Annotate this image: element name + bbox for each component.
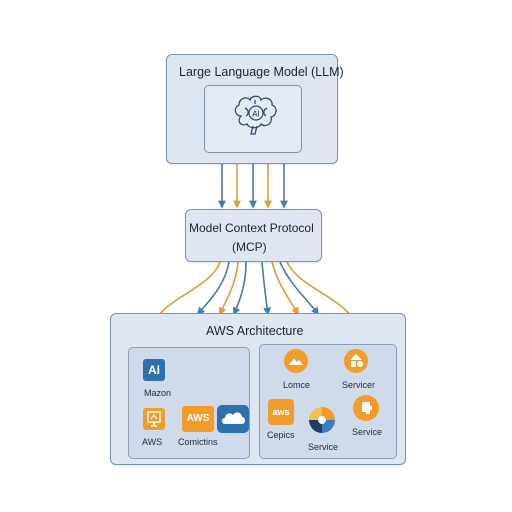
aws-left-panel: AI Mazon AWS AWS Comictins	[128, 347, 250, 459]
presentation-icon	[143, 408, 165, 430]
arrow-mcp-aws-4	[232, 261, 247, 316]
arrow-mcp-aws-2	[196, 261, 230, 316]
service-label-service-2: Service	[352, 427, 383, 437]
brain-icon: AI	[234, 95, 277, 135]
arrow-mcp-aws-7	[279, 261, 319, 316]
ai-icon-text: AI	[252, 110, 260, 119]
aws-logo-icon: aws	[268, 399, 294, 425]
shapes-icon	[344, 349, 368, 373]
aws-title: AWS Architecture	[206, 324, 304, 338]
service-label-service: Service	[308, 442, 339, 452]
ai-badge-icon: AI	[143, 359, 165, 381]
aws-architecture-box: AWS Architecture AI Mazon AWS AWS Comict…	[110, 313, 406, 465]
arrow-mcp-aws-6	[271, 261, 299, 316]
mountain-icon	[284, 349, 308, 373]
service-label-comictins: Comictins	[178, 437, 218, 447]
service-label-aws: AWS	[142, 437, 163, 447]
mcp-title-line2: (MCP)	[232, 240, 267, 254]
aws-logo-icon: AWS	[182, 406, 214, 432]
llm-icon-frame: AI	[204, 85, 302, 153]
service-label-lomce: Lomce	[283, 380, 311, 390]
service-label-mazon: Mazon	[144, 388, 172, 398]
puzzle-icon	[353, 395, 379, 421]
pinwheel-icon	[308, 406, 336, 434]
llm-box: Large Language Model (LLM) AI	[166, 54, 344, 164]
mcp-title-line1: Model Context Protocol	[189, 221, 314, 235]
service-label-cepics: Cepics	[267, 430, 295, 440]
service-label-servicer: Servicer	[342, 380, 376, 390]
arrow-mcp-aws-3	[218, 261, 239, 316]
llm-title: Large Language Model (LLM)	[179, 65, 344, 79]
aws-right-panel: Lomce Servicer aws Cepics Service	[259, 344, 397, 459]
arrow-mcp-aws-5	[261, 261, 272, 316]
mcp-box: Model Context Protocol (MCP)	[185, 209, 322, 262]
cloud-icon	[217, 405, 249, 433]
